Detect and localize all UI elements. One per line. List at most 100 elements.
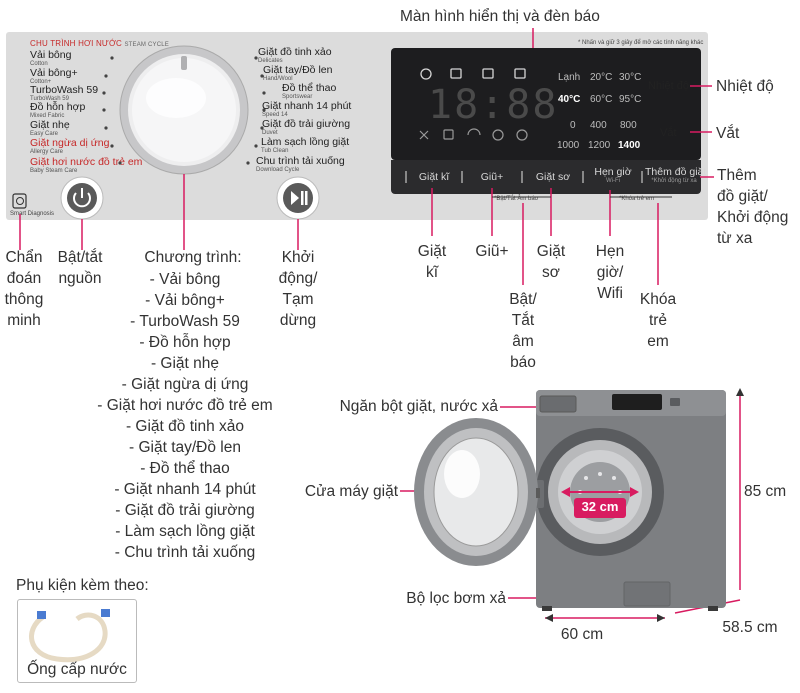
smart-diagnosis-icon [12, 193, 27, 209]
callout-display: Màn hình hiển thị và đèn báo [400, 8, 600, 25]
callout-intensive: Giặt kĩ [417, 243, 447, 281]
drum-diameter-label: 32 cm [581, 499, 619, 514]
accessory-title: Phụ kiện kèm theo: [16, 577, 149, 594]
programs-list-item: - Giặt tay/Đồ len [129, 439, 241, 456]
programs-list-item: - Chu trình tải xuống [114, 544, 256, 561]
callout-start-pause: Khởi động/ Tạm dừng [278, 249, 318, 329]
shirt-icon-2 [482, 68, 494, 79]
programs-list-item: - Vải bông+ [145, 292, 225, 309]
callout-child-lock: Khóa trẻ em [639, 291, 677, 350]
dimension-depth: 58.5 cm [722, 619, 778, 636]
temp-cold: Lạnh [558, 72, 581, 83]
callout-spin: Vắt [716, 125, 740, 142]
spin-400: 400 [590, 120, 607, 131]
program-dial [119, 45, 249, 175]
temp-30: 30°C [619, 72, 642, 83]
spin-0: 0 [570, 120, 576, 131]
dimension-width: 60 cm [560, 626, 604, 643]
seven-segment-display: 18:88 [428, 82, 559, 128]
callout-diagnosis: Chẩn đoán thông minh [4, 249, 44, 329]
callout-power: Bật/tắt nguồn [57, 249, 103, 287]
shirt-icon-3 [514, 68, 526, 79]
programs-list-item: - Giặt đồ tinh xảo [125, 418, 245, 435]
programs-list-item: - Giặt nhanh 14 phút [114, 481, 256, 498]
callout-temp: Nhiệt độ [716, 78, 774, 95]
rinse-plus-button[interactable]: Giũ+ [480, 171, 504, 183]
programs-list-item: - TurboWash 59 [130, 313, 240, 330]
smart-diagnosis-label: Smart Diagnosis [10, 211, 55, 217]
display-note: * Nhấn và giữ 3 giây để mở các tính năng… [578, 40, 704, 46]
option-button-strip [391, 160, 701, 194]
callout-add-wash: Thêm đồ giặt/ Khởi động từ xa [717, 167, 789, 247]
temp-40: 40°C [558, 94, 581, 105]
callout-filter: Bộ lọc bơm xả [406, 590, 506, 607]
download-icon [516, 129, 528, 141]
temp-60: 60°C [590, 94, 613, 105]
add-wash-button[interactable]: Thêm đồ giặt*Khởi động từ xa [645, 166, 707, 184]
lock-icon [443, 129, 454, 140]
spin-800: 800 [620, 120, 637, 131]
panel-temp-label: Nhiệt độ [648, 80, 689, 92]
detergent-drawer [539, 395, 577, 413]
program-cotton-plus: Vải bông+Cotton+ [30, 67, 78, 86]
callout-programs-title: Chương trình: [144, 249, 242, 266]
spin-1000: 1000 [557, 140, 580, 151]
programs-list-item: - Giặt ngừa dị ứng [121, 376, 249, 393]
programs-list-item: - Giặt hơi nước đồ trẻ em [97, 397, 273, 414]
prewash-button[interactable]: Giặt sơ [535, 171, 571, 183]
callout-detergent: Ngăn bột giặt, nước xả [339, 398, 498, 415]
accessory-label: Ống cấp nước [27, 661, 127, 678]
wifi-icon [467, 128, 481, 136]
dial-ticks [102, 56, 266, 165]
mute-icon [419, 130, 429, 140]
spin-1400: 1400 [618, 140, 641, 151]
lock-hint: *Khóa trẻ em [619, 196, 655, 202]
accessory-hose [29, 609, 110, 663]
power-button-graphic [60, 176, 104, 220]
machine-display [612, 394, 662, 410]
programs-list-item: - Vải bông [149, 271, 221, 288]
clock-icon [420, 68, 432, 80]
shirt-icon-1 [450, 68, 462, 79]
intensive-button[interactable]: Giặt kĩ [418, 171, 450, 183]
programs-list-item: - Đồ thể thao [140, 460, 230, 477]
programs-list-item: - Giặt đồ trải giường [115, 502, 255, 519]
callout-door: Cửa máy giặt [304, 483, 398, 500]
callout-rinse: Giũ+ [475, 243, 509, 260]
filter-cover [623, 581, 671, 607]
beep-hint: *Bật/Tắt Âm báo [494, 196, 539, 202]
dimension-height: 85 cm [744, 483, 787, 500]
steam-icon [492, 129, 504, 141]
spin-1200: 1200 [588, 140, 611, 151]
programs-list-item: - Làm sạch lồng giặt [115, 523, 255, 540]
programs-list-item: - Đồ hỗn hợp [139, 334, 231, 351]
programs-list-item: - Giặt nhẹ [150, 355, 220, 372]
callout-prewash: Giặt sơ [536, 243, 566, 281]
panel-spin-label: Vắt [660, 127, 677, 139]
programs-list: - Vải bông - Vải bông+ - TurboWash 59 - … [60, 269, 310, 563]
display-screen [391, 48, 701, 160]
callout-beep: Bật/ Tắt âm báo [509, 291, 537, 371]
temp-20: 20°C [590, 72, 613, 83]
start-pause-graphic [276, 176, 320, 220]
temp-95: 95°C [619, 94, 642, 105]
program-heading: CHU TRÌNH HƠI NƯỚC STEAM CYCLE [30, 39, 169, 48]
